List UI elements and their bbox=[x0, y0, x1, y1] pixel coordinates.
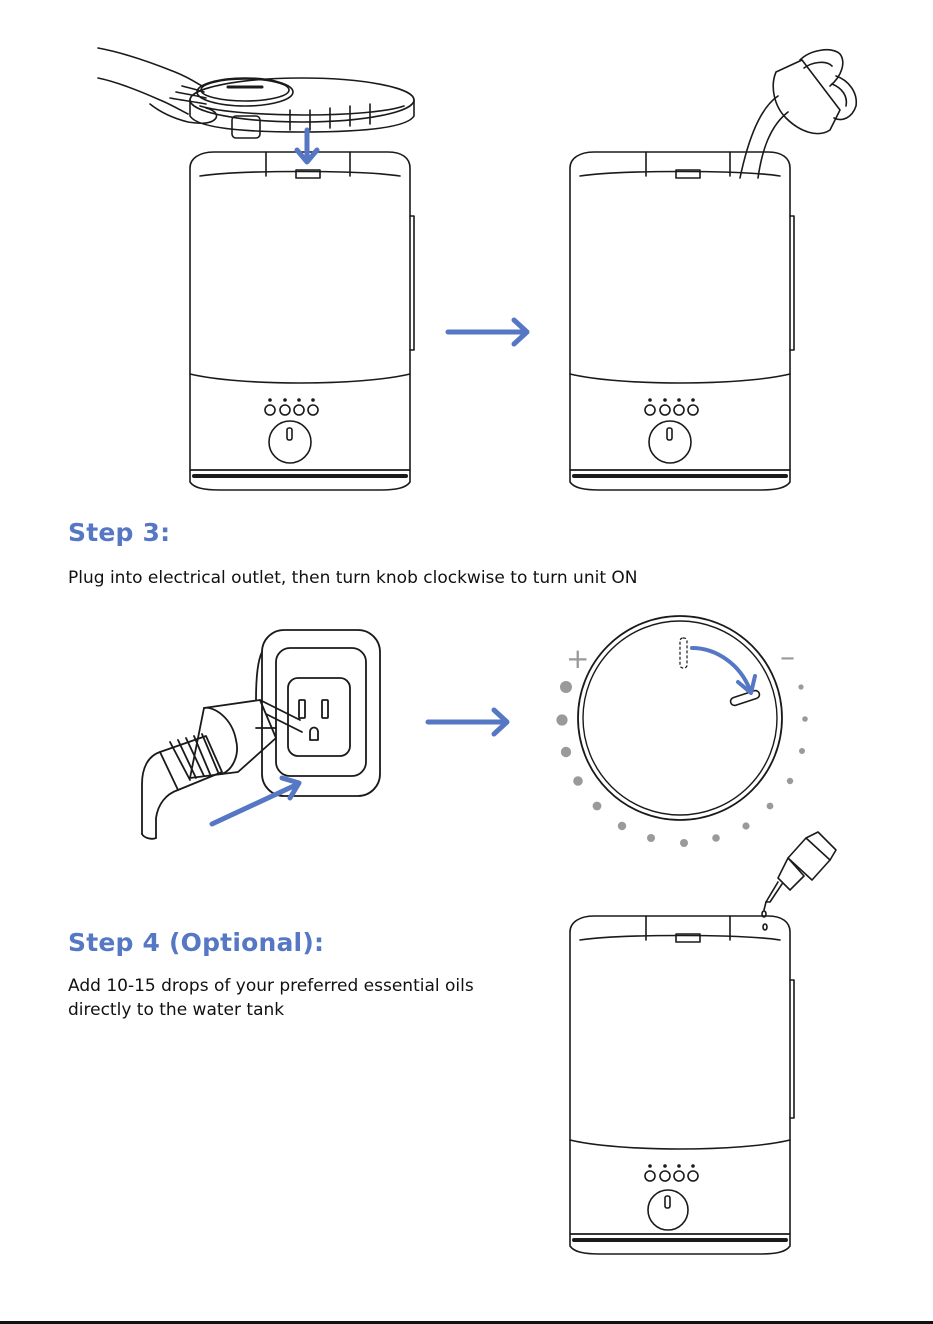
essential-oil-dropper-illustration bbox=[0, 0, 933, 1324]
